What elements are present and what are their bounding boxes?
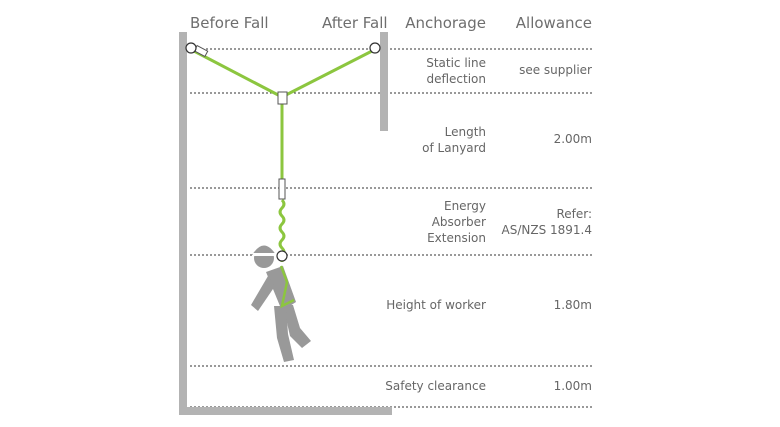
header-anchorage: Anchorage	[405, 14, 486, 32]
left-post	[179, 32, 187, 413]
value-length-of-lanyard: 2.00m	[553, 132, 592, 146]
header-after-fall: After Fall	[322, 14, 388, 32]
left-anchor-ring-icon	[185, 42, 197, 54]
right-post	[380, 32, 388, 131]
label-energy-absorber-extension: Energy Absorber Extension	[427, 199, 486, 245]
energy-absorber-extension	[278, 198, 286, 262]
worker-figure-icon	[251, 245, 311, 362]
header-allowance: Allowance	[515, 14, 592, 32]
static-line-left	[191, 48, 283, 99]
ground	[179, 407, 392, 415]
energy-absorber	[278, 178, 286, 200]
label-static-line-deflection: Static line deflection	[426, 56, 486, 86]
value-energy-absorber-extension: Refer: AS/NZS 1891.4	[501, 207, 593, 237]
label-length-of-lanyard: Length of Lanyard	[422, 125, 486, 155]
shuttle-connector	[277, 91, 288, 105]
static-line-right	[281, 48, 375, 99]
header-before-fall: Before Fall	[190, 14, 269, 32]
value-safety-clearance: 1.00m	[553, 379, 592, 393]
value-height-of-worker: 1.80m	[553, 298, 592, 312]
harness-ring-icon	[276, 250, 288, 262]
right-anchor-ring-icon	[369, 42, 381, 54]
label-safety-clearance: Safety clearance	[385, 379, 486, 393]
value-static-line-deflection: see supplier	[519, 63, 592, 77]
label-height-of-worker: Height of worker	[386, 298, 486, 312]
